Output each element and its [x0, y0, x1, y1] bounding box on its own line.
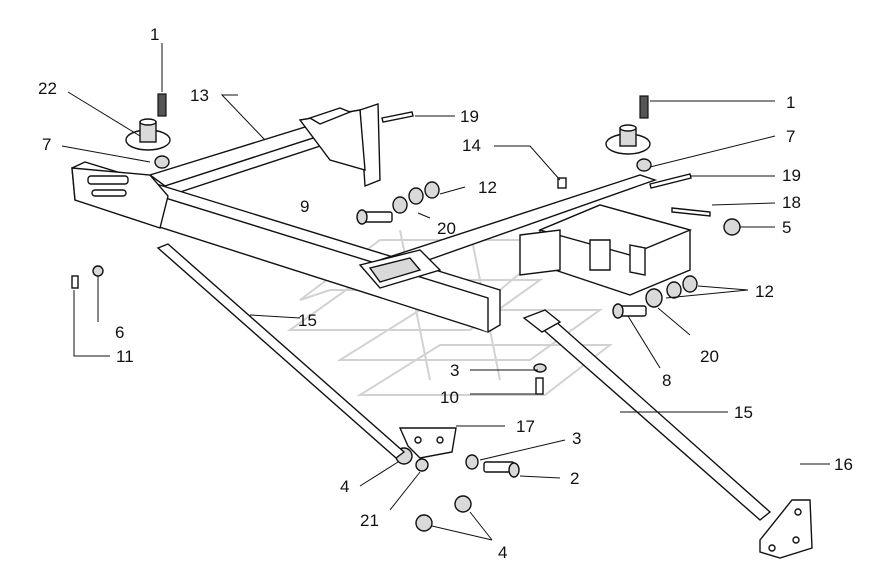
callout-10: 10: [440, 388, 459, 407]
callout-8: 8: [662, 371, 671, 390]
left-mount: [125, 93, 171, 169]
callout-17: 17: [516, 417, 535, 436]
leader-lines: [61, 43, 830, 541]
plate-14: [557, 177, 567, 189]
callout-1: 1: [786, 93, 795, 112]
callout-11: 11: [116, 347, 134, 366]
studs: [381, 111, 711, 217]
fasteners: [71, 181, 741, 532]
callout-12: 12: [478, 178, 497, 197]
callout-4: 4: [340, 477, 349, 496]
main-frame: [71, 103, 693, 333]
callout-labels: 1 1 22 13 19 14 7 7 12 19 9 20 18 5 12 1…: [38, 25, 853, 562]
bracket-16: [759, 499, 813, 559]
callout-18: 18: [782, 193, 801, 212]
right-mount: [605, 95, 652, 172]
callout-7: 7: [42, 135, 51, 154]
callout-1: 1: [150, 25, 159, 44]
callout-15: 15: [298, 311, 317, 330]
callout-15: 15: [734, 403, 753, 422]
callout-3: 3: [450, 361, 459, 380]
callout-14: 14: [462, 136, 481, 155]
callout-20: 20: [700, 347, 719, 366]
callout-20: 20: [437, 219, 456, 238]
callout-12: 12: [755, 282, 774, 301]
callout-21: 21: [360, 511, 379, 530]
tie-rods: [156, 243, 772, 521]
callout-9: 9: [300, 197, 309, 216]
bracket-17: [398, 427, 457, 459]
callout-13: 13: [190, 86, 209, 105]
callout-16: 16: [834, 455, 853, 474]
callout-4: 4: [498, 543, 507, 562]
callout-19: 19: [782, 166, 801, 185]
callout-2: 2: [570, 469, 579, 488]
callout-19: 19: [460, 107, 479, 126]
callout-7: 7: [786, 127, 795, 146]
callout-22: 22: [38, 79, 57, 98]
callout-3: 3: [572, 429, 581, 448]
callout-6: 6: [115, 323, 124, 342]
callout-5: 5: [782, 218, 791, 237]
